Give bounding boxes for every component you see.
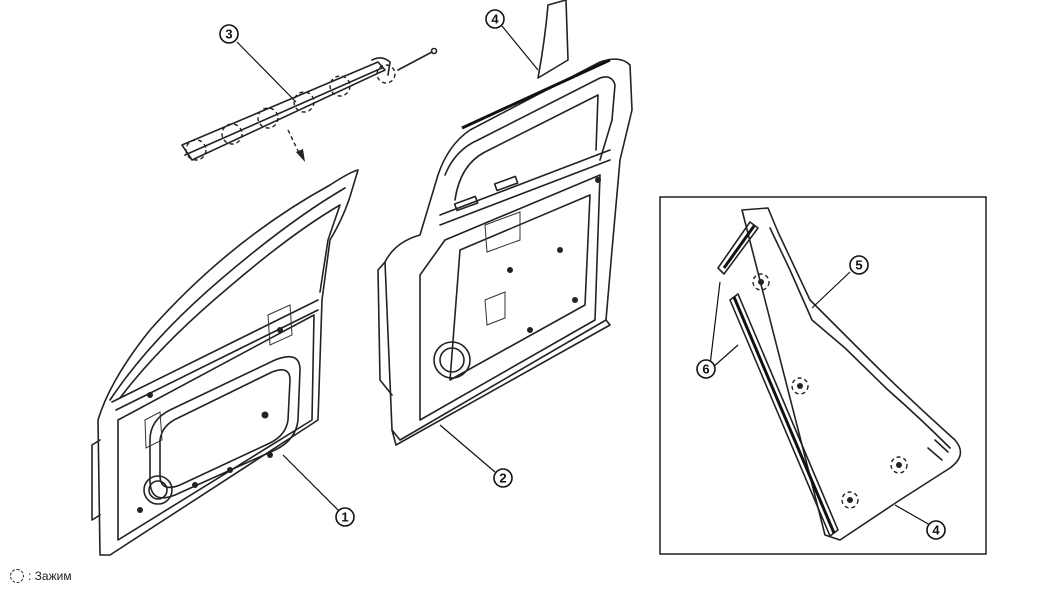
callout-5-label: 5 — [855, 258, 862, 273]
callout-4-inset-label: 4 — [932, 523, 940, 538]
callout-1-label: 1 — [341, 510, 348, 525]
detail-inset — [659, 196, 987, 555]
callout-3-label: 3 — [225, 27, 232, 42]
legend-label: : Зажим — [28, 569, 72, 583]
callout-6-label: 6 — [702, 362, 709, 377]
rear-door — [377, 58, 633, 446]
callout-2: 2 — [493, 468, 513, 488]
seal-strip — [181, 47, 438, 162]
corner-panel-top — [537, 0, 569, 79]
callout-4-top: 4 — [485, 9, 505, 29]
callout-4-inset: 4 — [926, 520, 946, 540]
callout-3: 3 — [219, 24, 239, 44]
legend: : Зажим — [10, 566, 72, 586]
callout-5: 5 — [849, 255, 869, 275]
callout-4-top-label: 4 — [491, 12, 499, 27]
leader-lines — [236, 25, 931, 526]
clip-symbol-icon — [10, 569, 24, 583]
front-door — [91, 169, 359, 556]
callout-6: 6 — [696, 359, 716, 379]
callout-2-label: 2 — [499, 471, 506, 486]
callout-1: 1 — [335, 507, 355, 527]
